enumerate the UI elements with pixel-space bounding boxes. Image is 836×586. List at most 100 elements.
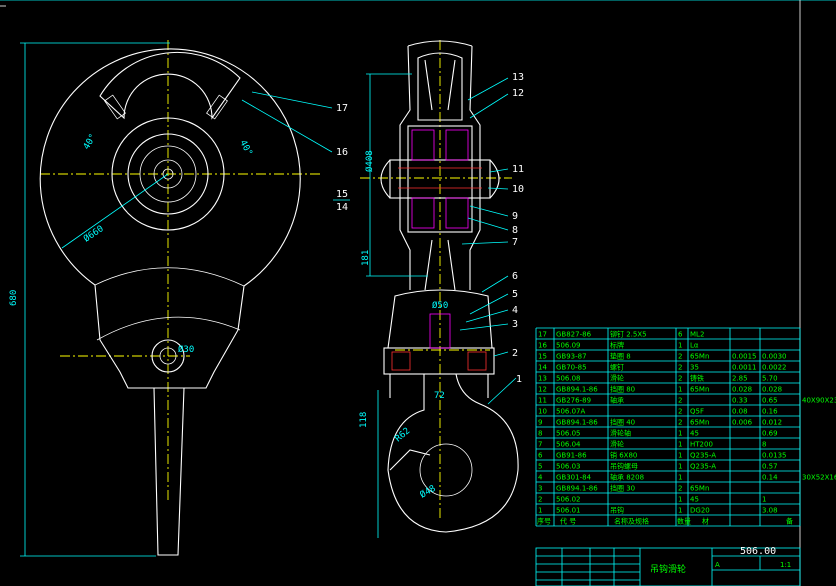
bom-cell-code: GB301-84 (556, 474, 592, 482)
bom-cell-name: 销 6X80 (610, 451, 637, 460)
leader-13 (467, 77, 509, 101)
front-body-lower-arc (96, 316, 241, 341)
front-pulley-ring-outer (111, 117, 225, 231)
bom-cell-no: 3 (538, 485, 542, 493)
side-bearing-ur (445, 129, 469, 161)
side-dim-d1: Ø408 (364, 150, 375, 172)
front-hook-hole (151, 339, 185, 373)
front-view: 680 Ø660 Ø30 40° 40° 17 16 15 14 (9, 40, 350, 557)
bom-cell-code: 506.07A (556, 408, 585, 416)
side-crosshead-hatch-left (391, 351, 411, 371)
side-bearing-ul (411, 129, 435, 161)
balloon-17: 17 (336, 103, 348, 114)
bom-cell-qty: 1 (678, 441, 682, 449)
title-scale: 1:1 (780, 561, 791, 569)
front-sector-plate (99, 51, 241, 120)
leader-9 (469, 205, 509, 217)
bom-cell-no: 14 (538, 364, 547, 372)
title-drawing-no: 506.00 (740, 546, 776, 557)
side-dim-d4: 72 (434, 391, 445, 401)
bom-cell-name: 挡圈 40 (610, 418, 635, 427)
side-yoke (387, 289, 493, 349)
bom-header-note: 备 (786, 517, 793, 526)
bom-cell-mass1: 0.0011 (732, 364, 757, 372)
balloon-11: 11 (512, 164, 524, 175)
bom-cell-qty: 1 (678, 386, 682, 394)
bom-cell-material: Q5F (690, 408, 704, 416)
side-balloons: 13 12 11 10 9 8 7 6 5 4 3 2 1 (459, 72, 524, 405)
leader-8 (467, 217, 509, 231)
side-hook-tip (389, 449, 431, 471)
front-body-waist (94, 267, 245, 287)
side-dim-d5: 118 (359, 412, 369, 428)
leader-5 (469, 293, 509, 315)
bom-cell-mass2: 0.0022 (762, 364, 787, 372)
balloon-16: 16 (336, 147, 348, 158)
bom-cell-material: 65Mn (690, 386, 709, 394)
balloon-9: 9 (512, 211, 518, 222)
balloon-12: 12 (512, 88, 524, 99)
bom-cell-mass2: 0.65 (762, 397, 778, 405)
bom-cell-code: 506.09 (556, 342, 581, 350)
side-plate-right (469, 45, 481, 290)
balloon-8: 8 (512, 225, 518, 236)
balloon-14: 14 (336, 202, 348, 213)
bom-cell-qty: 1 (678, 507, 682, 515)
leader-2 (493, 351, 509, 357)
bom-cell-name: 轴承 8208 (610, 473, 644, 482)
bom-cell-qty: 1 (678, 463, 682, 471)
bom-cell-mass1: 0.0015 (732, 353, 757, 361)
side-dim-d7: Ø48 (418, 483, 438, 501)
front-shaft-ring (153, 159, 183, 189)
bom-cell-name: 滑轮 (610, 374, 624, 383)
bom-cell-no: 7 (538, 441, 542, 449)
bom-cell-qty: 2 (678, 408, 682, 416)
bom-cell-material: 65Mn (690, 419, 709, 427)
front-hook-shank (153, 387, 185, 556)
leader-6 (481, 275, 509, 293)
side-groove-top (424, 59, 456, 111)
bom-cell-mass2: 5.70 (762, 375, 778, 383)
bom-cell-no: 5 (538, 463, 542, 471)
balloon-10: 10 (512, 184, 524, 195)
side-groove-bottom (424, 239, 456, 291)
bom-cell-name: 滑轮 (610, 440, 624, 449)
bom-cell-qty: 1 (678, 474, 682, 482)
bom-cell-qty: 1 (678, 342, 682, 350)
leader-1 (487, 377, 517, 405)
bom-cell-code: GB70-85 (556, 364, 587, 372)
title-name: 吊钩滑轮 (650, 563, 686, 575)
bom-cell-qty: 2 (678, 397, 682, 405)
bom-cell-material: Lα (690, 342, 699, 350)
bom-cell-name: 滑轮轴 (610, 429, 631, 438)
leader-17 (251, 91, 333, 109)
bom-cell-no: 2 (538, 496, 542, 504)
bom-cell-mass1: 2.85 (732, 375, 748, 383)
bom-cell-code: GB91-86 (556, 452, 587, 460)
bom-cell-no: 17 (538, 331, 547, 339)
bom-cell-qty: 1 (678, 430, 682, 438)
side-bearing-ll (411, 197, 435, 229)
side-dim-d2: 181 (361, 250, 371, 266)
leader-12 (469, 93, 509, 119)
front-dim-angle-left: 40° (82, 132, 99, 151)
side-dim-d6: R62 (394, 426, 413, 444)
bom-cell-no: 16 (538, 342, 547, 350)
bom-cell-name: 挡圈 80 (610, 385, 635, 394)
leader-16 (241, 99, 333, 153)
front-pulley-ring (127, 133, 209, 215)
side-plate-left (399, 45, 411, 290)
bom-cell-note: 40X90X23 (802, 397, 836, 405)
balloon-7: 7 (512, 237, 518, 248)
bom-cell-no: 13 (538, 375, 547, 383)
side-hook-throat (419, 443, 473, 497)
bom-cell-code: 506.03 (556, 463, 581, 471)
bom-cell-mass2: 0.0030 (762, 353, 787, 361)
side-hook (387, 373, 519, 533)
leader-4 (465, 309, 509, 323)
bom-cell-mass1: 0.028 (732, 386, 752, 394)
bom-cell-no: 9 (538, 419, 542, 427)
bom-cell-mass1: 0.08 (732, 408, 748, 416)
bom-cell-qty: 2 (678, 364, 682, 372)
